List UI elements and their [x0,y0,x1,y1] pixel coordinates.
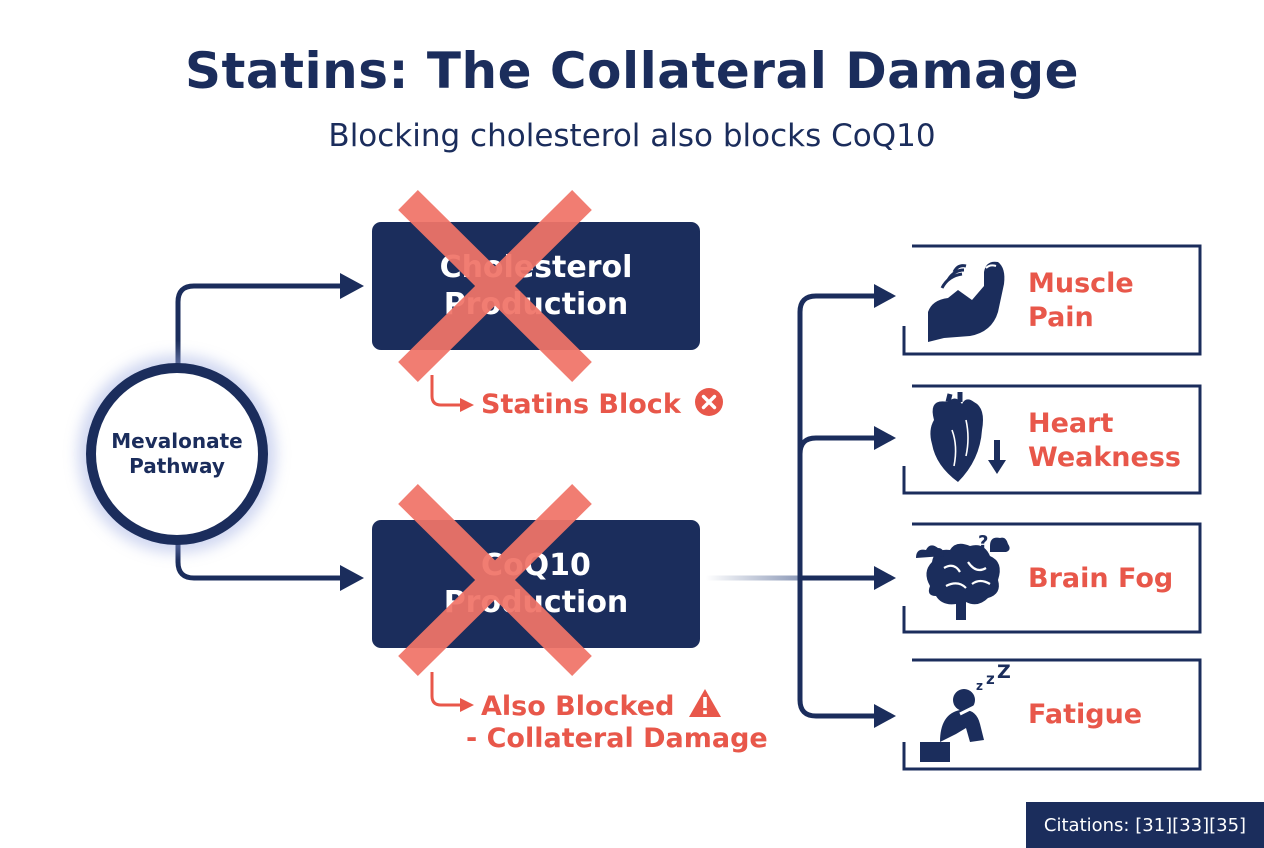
branch-fatigue-arrowhead [874,704,896,728]
svg-text:Z: Z [997,664,1011,683]
hub-to-cholesterol-connector [175,283,342,365]
effect-card-border-brain [902,522,1202,634]
effect-label-heart-weakness: Heart Weakness [1028,408,1181,473]
hub-to-coq10-arrowhead [340,565,364,591]
effect-card-border-fatigue [902,658,1202,771]
flexed-arm-pain-icon [928,261,1005,342]
branch-muscle-arrowhead [874,284,896,308]
effect-card-heart-weakness: Heart Weakness [902,386,1200,496]
effect-label-fatigue: Fatigue [1028,699,1143,730]
collateral-damage-text: - Collateral Damage [466,723,768,754]
effect-card-border-muscle [902,244,1202,356]
svg-text:z: z [976,679,983,693]
page-subtitle: Blocking cholesterol also blocks CoQ10 [328,118,936,154]
also-blocked-elbow-arrowhead [460,698,474,712]
brain-clouds-icon: ? [916,532,1010,620]
effect-card-brain-fog: ? Brain Fog [902,524,1200,634]
heart-down-arrow-icon [930,392,1006,482]
statins-block-elbow-arrowhead [460,398,474,412]
effects-trunk [797,293,876,719]
hub-to-cholesterol-arrowhead [340,273,364,299]
effect-card-fatigue: z z Z Fatigue [902,660,1200,770]
effect-card-muscle-pain: Muscle Pain [902,246,1200,356]
citations-badge: Citations: [31][33][35] [1026,802,1264,848]
mevalonate-pathway-node: Mevalonate Pathway [86,363,268,545]
x-circle-icon [695,388,724,416]
svg-text:z: z [986,670,995,688]
branch-brain-arrowhead [874,566,896,590]
also-blocked-text: Also Blocked [481,691,675,722]
svg-text:?: ? [978,532,988,553]
mevalonate-pathway-label: Mevalonate Pathway [111,429,243,478]
effect-label-brain-fog: Brain Fog [1028,563,1174,594]
branch-heart [797,435,876,455]
branch-heart-arrowhead [874,426,896,450]
statins-block-text: Statins Block [481,389,681,420]
hub-to-coq10-connector [175,543,342,581]
statins-block-elbow [430,375,462,407]
effect-label-muscle-pain: Muscle Pain [1028,268,1134,333]
also-blocked-elbow [430,672,462,707]
effect-card-border-heart [902,384,1202,495]
blocked-cross-icon [398,190,592,382]
warning-triangle-icon [688,689,721,717]
page-title: Statins: The Collateral Damage [184,42,1080,100]
statins-block-note: Statins Block [481,387,724,420]
blocked-cross-icon [398,484,592,676]
also-blocked-note: Also Blocked [481,688,722,722]
tired-person-icon: z z Z [920,664,1011,762]
